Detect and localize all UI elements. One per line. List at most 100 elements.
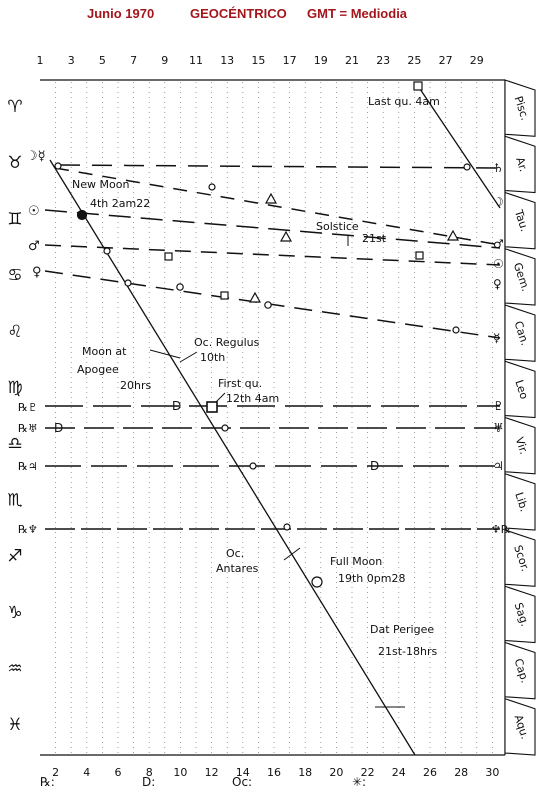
- sun-line: [44, 209, 501, 249]
- right-label-pluto: ♇: [493, 399, 504, 413]
- solstice-label: Solstice: [316, 220, 359, 233]
- jupiter-station-marker: D: [370, 459, 379, 473]
- sign-tab: [504, 191, 536, 250]
- right-label-uranus: ♅: [493, 421, 504, 435]
- leader-oc-regulus: [179, 351, 198, 363]
- sign-tab: [504, 641, 536, 700]
- zodiac-sign-glyph: ♍: [7, 378, 22, 398]
- trine-aspect-4: [446, 229, 460, 241]
- top-day-number: 1: [37, 54, 44, 67]
- zodiac-sign-glyph: ♏: [7, 490, 22, 510]
- sign-tab-label: Lib.: [512, 491, 530, 514]
- bottom-day-number: 28: [454, 766, 468, 779]
- bottom-day-number: 20: [329, 766, 343, 779]
- left-label-sun: ☉: [28, 204, 40, 219]
- new-moon-dot: [76, 209, 88, 221]
- conjunction-dot-9: [54, 162, 62, 170]
- track-row-labels: ☽☿ ☉ ♂ ♀ ℞♇ ℞♅ ℞♃ ℞♆ ♄ ☽ ♂ ☉ ♀ ☿ ♇ ♅ ♃ ♆…: [18, 149, 511, 536]
- full-moon-label: Full Moon: [330, 555, 382, 568]
- conjunction-dot-5: [283, 523, 291, 531]
- full-moon-circle: [311, 576, 323, 588]
- chart-annotations: Last qu. 4am New Moon 4th 2am22 Solstice…: [54, 95, 440, 658]
- top-day-number: 29: [470, 54, 484, 67]
- opposition-aspect-1: [176, 283, 184, 291]
- right-label-moon: ☽: [493, 195, 504, 209]
- sign-tab-label: Leo: [512, 378, 530, 401]
- conjunction-dot-4: [249, 462, 257, 470]
- solstice-date: 21st: [362, 232, 387, 245]
- right-label-jupiter: ♃: [493, 459, 504, 473]
- sign-tab: [504, 304, 536, 362]
- perigee-time: 21st-18hrs: [378, 645, 438, 658]
- bottom-day-number: 10: [173, 766, 187, 779]
- sign-tab: [504, 247, 536, 306]
- leader-moon-apogee: [149, 349, 181, 359]
- top-day-number: 27: [439, 54, 453, 67]
- chart-header: Junio 1970 GEOCÉNTRICO GMT = Mediodia: [0, 6, 550, 26]
- planet-tracks: [44, 85, 501, 756]
- full-moon-time: 19th 0pm28: [338, 572, 405, 585]
- zodiac-sign-glyph: ♎: [7, 434, 22, 454]
- apogee-time: 20hrs: [120, 379, 151, 392]
- top-day-number: 7: [130, 54, 137, 67]
- conjunction-dot-6: [463, 163, 471, 171]
- bottom-day-number: 22: [361, 766, 375, 779]
- sign-tab: [504, 79, 536, 137]
- moon-track-end: [417, 85, 501, 209]
- last-quarter-label: Last qu. 4am: [368, 95, 440, 108]
- uranus-station-marker: D: [54, 421, 63, 435]
- left-label-neptune-r: ℞♆: [18, 523, 38, 536]
- saturn-line: [59, 164, 501, 169]
- right-label-mercury: ☿: [493, 331, 500, 345]
- zodiac-sign-glyph: ♋: [7, 266, 22, 286]
- bottom-day-number: 30: [485, 766, 499, 779]
- conjunction-dot-7: [452, 326, 460, 334]
- trine-aspect-1: [264, 192, 278, 204]
- top-day-number: 11: [189, 54, 203, 67]
- top-day-number: 13: [220, 54, 234, 67]
- oc-regulus-date: 10th: [200, 351, 225, 364]
- zodiac-sign-glyph: ♐: [7, 547, 22, 567]
- zodiac-sign-glyph: ♊: [7, 209, 22, 229]
- bottom-day-number: 18: [298, 766, 312, 779]
- top-day-number: 9: [161, 54, 168, 67]
- zodiac-sign-glyph: ♓: [7, 715, 22, 735]
- bottom-day-number: 16: [267, 766, 281, 779]
- top-day-number: 5: [99, 54, 106, 67]
- trine-aspect-3: [248, 291, 262, 303]
- direct-station-marker: D: [172, 399, 181, 413]
- left-label-uranus-r: ℞♅: [18, 422, 38, 435]
- legend-direct: D:: [142, 775, 155, 789]
- last-quarter-square: [413, 81, 423, 91]
- mercury-line: [54, 167, 501, 246]
- left-label-pluto-r: ℞♇: [18, 401, 38, 414]
- header-time: GMT = Mediodia: [307, 6, 408, 21]
- top-day-number: 15: [251, 54, 265, 67]
- oc-antares-line1: Oc.: [226, 547, 244, 560]
- top-day-number: 21: [345, 54, 359, 67]
- top-day-number: 25: [407, 54, 421, 67]
- sign-tab: [504, 585, 536, 644]
- header-system: GEOCÉNTRICO: [190, 6, 287, 21]
- right-label-mars: ♂: [493, 237, 504, 251]
- conjunction-dot-1: [103, 247, 111, 255]
- oc-regulus-label: Oc. Regulus: [194, 336, 260, 349]
- new-moon-time: 4th 2am22: [90, 197, 150, 210]
- bottom-day-number: 6: [115, 766, 122, 779]
- zodiac-column: ♈♉♊♋♌♍♎♏♐♑♒♓: [7, 97, 22, 735]
- zodiac-sign-glyph: ♌: [7, 322, 22, 342]
- oc-antares-line2: Antares: [216, 562, 259, 575]
- sign-tab: [504, 360, 536, 419]
- legend-occultation: Oc:: [232, 775, 252, 789]
- zodiac-sign-glyph: ♈: [7, 97, 22, 117]
- sign-tab: [504, 416, 536, 475]
- moon-track: [49, 159, 416, 756]
- legend-star: ✳:: [352, 775, 366, 789]
- first-quarter-label: First qu.: [218, 377, 262, 390]
- bottom-day-number: 14: [236, 766, 250, 779]
- bottom-day-number: 12: [205, 766, 219, 779]
- top-day-number: 17: [283, 54, 297, 67]
- conjunction-dot-8: [208, 183, 216, 191]
